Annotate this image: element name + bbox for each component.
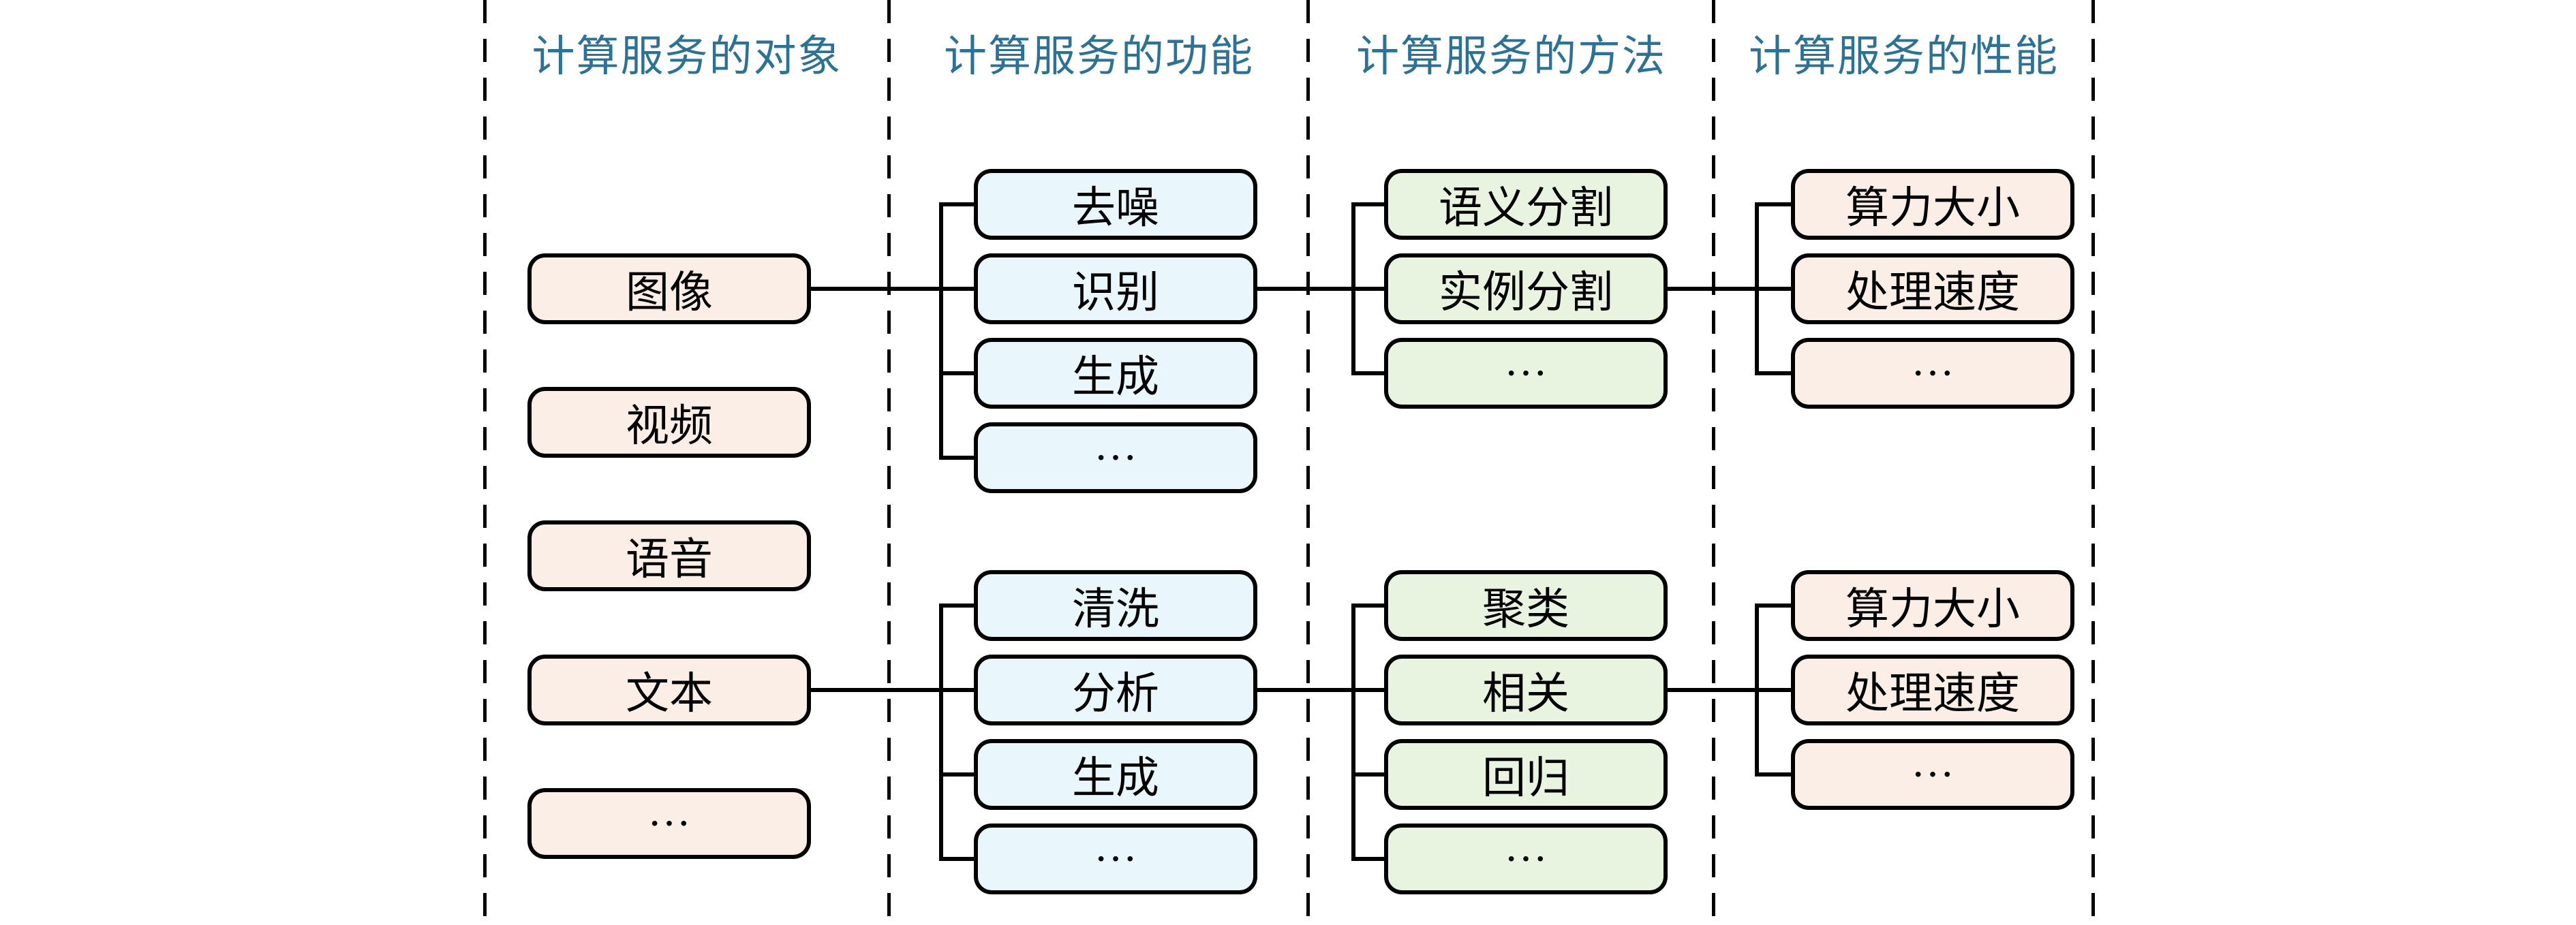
branch-stub: [939, 772, 974, 777]
performance-text-speed-box: 处理速度: [1791, 655, 2074, 725]
header-performance: 计算服务的性能: [1749, 32, 2059, 80]
functions-text-generate-box: 生成: [974, 739, 1257, 810]
column-divider-line-1: [483, 0, 487, 925]
trunk-performance-bottom: [1755, 603, 1759, 777]
header-functions: 计算服务的功能: [944, 32, 1254, 80]
methods-text-correlation-box: 相关: [1384, 655, 1668, 725]
branch-stub: [1755, 772, 1791, 777]
performance-text-more-box: ···: [1791, 739, 2074, 810]
branch-stub: [1755, 603, 1791, 608]
methods-text-cluster-box: 聚类: [1384, 570, 1668, 641]
branch-stub: [939, 857, 974, 861]
branch-stub: [1351, 202, 1384, 206]
branch-stub: [1351, 772, 1384, 777]
objects-more-box: ···: [527, 788, 811, 859]
branch-stub: [939, 371, 974, 375]
branch-stub: [1755, 202, 1791, 206]
functions-text-clean-box: 清洗: [974, 570, 1257, 641]
functions-text-analyze-box: 分析: [974, 655, 1257, 725]
connector-text-to-functions: [811, 688, 974, 692]
branch-stub: [1351, 603, 1384, 608]
branch-stub: [1351, 857, 1384, 861]
performance-image-speed-box: 处理速度: [1791, 253, 2074, 324]
header-methods: 计算服务的方法: [1356, 32, 1666, 80]
functions-image-more-box: ···: [974, 422, 1257, 493]
performance-image-compute-box: 算力大小: [1791, 169, 2074, 240]
methods-text-regression-box: 回归: [1384, 739, 1668, 810]
trunk-methods-bottom: [1351, 603, 1355, 861]
performance-image-more-box: ···: [1791, 338, 2074, 409]
functions-image-denoise-box: 去噪: [974, 169, 1257, 240]
connector-functions-to-methods-bottom: [1257, 688, 1384, 692]
methods-image-instance-seg-box: 实例分割: [1384, 253, 1668, 324]
column-divider-line-2: [887, 0, 891, 925]
branch-stub: [939, 603, 974, 608]
objects-speech-box: 语音: [527, 520, 811, 591]
header-objects: 计算服务的对象: [532, 32, 842, 80]
branch-stub: [939, 456, 974, 460]
trunk-functions-top: [939, 202, 943, 460]
column-divider-line-5: [2091, 0, 2095, 925]
column-divider-line-4: [1712, 0, 1715, 925]
functions-text-more-box: ···: [974, 824, 1257, 894]
trunk-functions-bottom: [939, 603, 943, 861]
connector-methods-to-performance-top: [1668, 287, 1791, 291]
connector-methods-to-performance-bottom: [1668, 688, 1791, 692]
trunk-methods-top: [1351, 202, 1355, 375]
branch-stub: [1755, 371, 1791, 375]
methods-text-more-box: ···: [1384, 824, 1668, 894]
branch-stub: [939, 202, 974, 206]
connector-image-to-functions: [811, 287, 974, 291]
functions-image-recognize-box: 识别: [974, 253, 1257, 324]
functions-image-generate-box: 生成: [974, 338, 1257, 409]
objects-text-box: 文本: [527, 655, 811, 725]
trunk-performance-top: [1755, 202, 1759, 375]
performance-text-compute-box: 算力大小: [1791, 570, 2074, 641]
objects-video-box: 视频: [527, 387, 811, 458]
methods-image-semantic-seg-box: 语义分割: [1384, 169, 1668, 240]
objects-image-box: 图像: [527, 253, 811, 324]
branch-stub: [1351, 371, 1384, 375]
column-divider-line-3: [1306, 0, 1310, 925]
connector-functions-to-methods-top: [1257, 287, 1384, 291]
methods-image-more-box: ···: [1384, 338, 1668, 409]
